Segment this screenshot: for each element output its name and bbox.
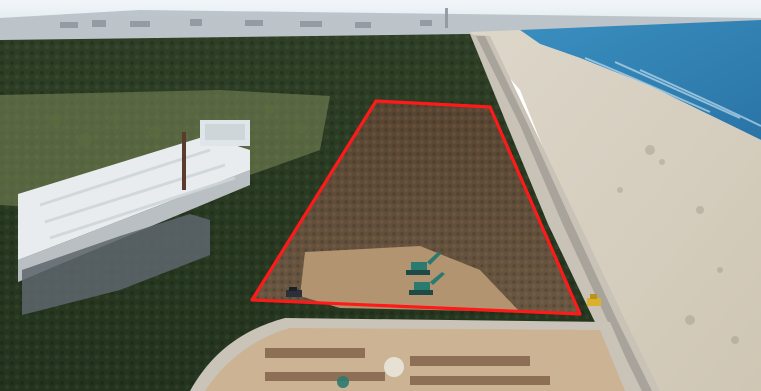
beach-texture (617, 145, 739, 344)
green-equipment (337, 376, 349, 388)
excavator-icon (409, 272, 445, 295)
warehouse-roof (22, 214, 210, 315)
cleared-dirt (300, 246, 520, 312)
chimney (182, 132, 186, 190)
excavator-icon (406, 252, 441, 275)
white-tank (384, 357, 404, 377)
lot-rows (265, 348, 550, 385)
sea (520, 20, 761, 140)
distant-buildings (60, 8, 448, 28)
vehicle-icon (587, 294, 601, 306)
machinery-group (286, 252, 601, 306)
rail-track (476, 36, 652, 391)
beach-sand (470, 30, 761, 391)
vehicle-icon (286, 287, 302, 297)
red-highlight-outline (250, 99, 582, 316)
